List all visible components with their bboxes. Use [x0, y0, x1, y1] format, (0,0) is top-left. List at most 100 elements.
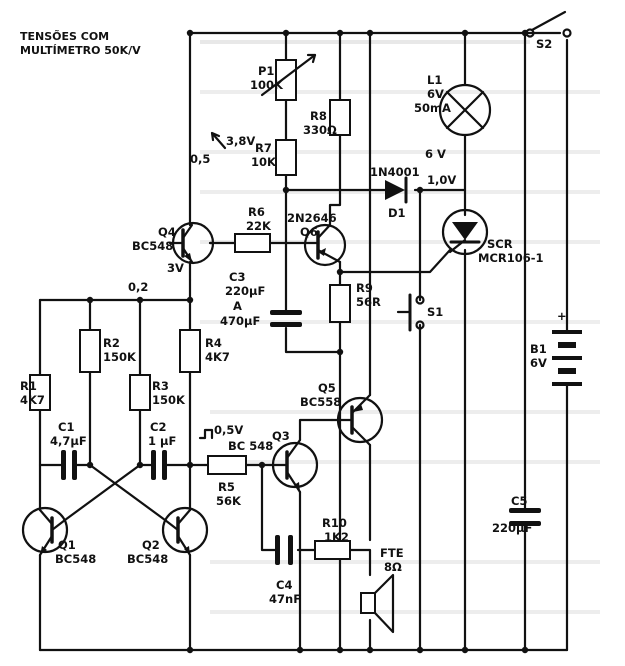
p1-value: 100K: [250, 78, 284, 92]
header-line-2: MULTÍMETRO 50K/V: [20, 44, 141, 57]
s1-ref: S1: [427, 305, 443, 319]
voltage-3v: 3V: [167, 261, 184, 275]
transistor-q1: [21, 506, 69, 557]
q6-value: 2N2646: [287, 211, 337, 225]
resistor-r6: [234, 233, 271, 253]
r1-value: 4K7: [20, 393, 45, 407]
c4-ref: C4: [276, 578, 292, 592]
r2-ref: R2: [103, 336, 120, 350]
l1-ref: L1: [427, 73, 442, 87]
q1-value: BC548: [55, 552, 96, 566]
r1-ref: R1: [20, 379, 37, 393]
r10-ref: R10: [322, 516, 347, 530]
transistor-q5: [330, 393, 384, 447]
r7-ref: R7: [255, 141, 272, 155]
r2-value: 150K: [103, 350, 137, 364]
switch-s1: [396, 293, 425, 332]
r4-value: 4K7: [205, 350, 230, 364]
capacitor-c5: [509, 508, 541, 526]
transistor-q3: [268, 438, 319, 494]
c2-value: 1 µF: [148, 434, 176, 448]
q5-value: BC558: [300, 395, 341, 409]
q6-ref: Q6: [300, 225, 318, 239]
c5-ref: C5: [511, 494, 527, 508]
s2-ref: S2: [536, 37, 552, 51]
voltage-1-0v: 1,0V: [427, 173, 456, 187]
voltage-3-8v: 3,8V: [226, 134, 255, 148]
pulse-marker: [198, 428, 214, 440]
resistor-r5: [207, 455, 247, 475]
c4-value: 47nF: [269, 592, 301, 606]
b1-value: 6V: [530, 356, 547, 370]
diode-d1: [385, 176, 408, 204]
resistor-r10: [314, 540, 351, 560]
voltage-pointer-38: [210, 131, 227, 150]
q3-ref: Q3: [272, 429, 290, 443]
scr-ref: SCR: [487, 237, 513, 251]
resistor-r2: [79, 329, 101, 373]
c1-value: 4,7µF: [50, 434, 87, 448]
capacitor-c1: [61, 450, 77, 480]
scr-value: MCR106-1: [478, 251, 544, 265]
resistor-r3: [129, 374, 151, 411]
q1-ref: Q1: [58, 538, 76, 552]
battery-b1: [552, 330, 582, 386]
switch-s2: [525, 10, 572, 38]
q2-ref: Q2: [142, 538, 160, 552]
capacitor-c4: [275, 535, 293, 565]
r9-ref: R9: [356, 281, 373, 295]
q5-ref: Q5: [318, 381, 336, 395]
q4-ref: Q4: [158, 225, 176, 239]
c2-ref: C2: [150, 420, 166, 434]
r3-value: 150K: [152, 393, 186, 407]
junction-dots: [86, 29, 529, 654]
l1-voltage: 6V: [427, 87, 444, 101]
r6-ref: R6: [248, 205, 265, 219]
speaker-fte: [360, 573, 395, 634]
r8-value: 330Ω: [303, 123, 337, 137]
c3-ref: C3: [229, 270, 245, 284]
resistor-r7: [275, 139, 297, 176]
resistor-r1: [29, 374, 51, 411]
voltage-0-5v: 0,5V: [214, 423, 243, 437]
r10-value: 1K2: [324, 530, 349, 544]
q3-value: BC 548: [228, 439, 273, 453]
lamp-l1: [438, 83, 492, 137]
a-ref: A: [233, 299, 242, 313]
resistor-r4: [179, 329, 201, 373]
r6-value: 22K: [246, 219, 272, 233]
capacitor-c2: [151, 450, 167, 480]
d1-ref: D1: [388, 206, 406, 220]
wires: [38, 31, 569, 652]
q4-value: BC548: [132, 239, 173, 253]
p1-ref: P1: [258, 64, 274, 78]
scr: [441, 208, 489, 256]
voltage-6v: 6 V: [425, 147, 446, 161]
fte-ref: FTE: [380, 546, 404, 560]
l1-current: 50mA: [414, 101, 451, 115]
q2-value: BC548: [127, 552, 168, 566]
header-line-1: TENSÕES COM: [20, 30, 109, 43]
voltage-0-5-a: 0,5: [190, 152, 210, 166]
resistor-r8: [329, 99, 351, 136]
transistor-q6: [303, 223, 347, 267]
r8-ref: R8: [310, 109, 327, 123]
resistor-p1: [260, 53, 317, 101]
voltage-0-2: 0,2: [128, 280, 148, 294]
r7-value: 10K: [251, 155, 277, 169]
transistor-q2: [161, 506, 209, 557]
capacitor-c3: [270, 310, 302, 327]
r4-ref: R4: [205, 336, 222, 350]
b1-ref: B1: [530, 342, 547, 356]
resistor-r9: [329, 284, 351, 323]
c1-ref: C1: [58, 420, 74, 434]
r5-value: 56K: [216, 494, 242, 508]
fte-value: 8Ω: [384, 560, 402, 574]
c5-value: 220µF: [492, 521, 532, 535]
c3-value: 220µF: [225, 284, 265, 298]
transistor-q4: [168, 221, 215, 265]
r5-ref: R5: [218, 480, 235, 494]
r9-value: 56R: [356, 295, 381, 309]
